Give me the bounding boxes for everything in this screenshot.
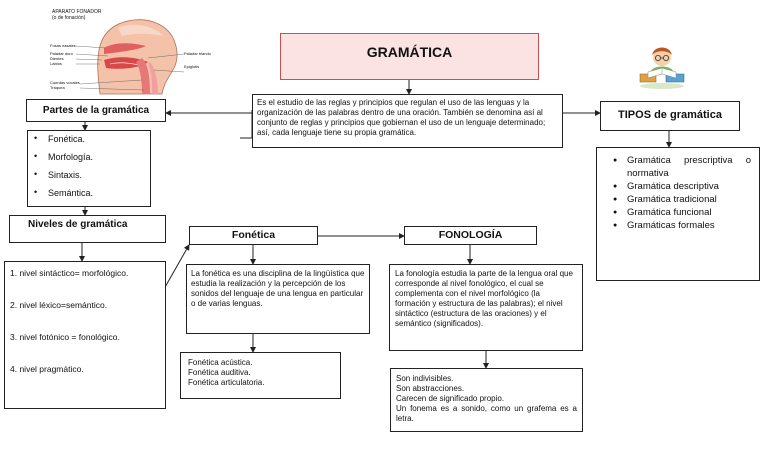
fonologia-description-box: La fonología estudia la parte de la leng… <box>389 264 583 351</box>
niveles-header-text: Niveles de gramática <box>28 219 128 230</box>
niveles-header: Niveles de gramática <box>9 215 166 243</box>
list-item: Gramática prescriptiva o normativa <box>611 154 751 180</box>
definition-text: Es el estudio de las reglas y principios… <box>257 98 546 137</box>
list-item: Sintaxis. <box>30 169 148 180</box>
fonologia-header: FONOLOGÍA <box>404 226 537 245</box>
list-item: Gramáticas formales <box>611 219 751 232</box>
tipos-list-box: Gramática prescriptiva o normativa Gramá… <box>596 147 760 281</box>
tipos-header-text: TIPOS de gramática <box>618 109 722 121</box>
tipos-list: Gramática prescriptiva o normativa Gramá… <box>611 154 751 232</box>
fonetica-types-box: Fonética acústica. Fonética auditiva. Fo… <box>180 352 341 399</box>
fonetica-description-text: La fonética es una disciplina de la ling… <box>191 269 365 308</box>
definition-box: Es el estudio de las reglas y principios… <box>252 94 563 148</box>
partes-list-box: Fonética. Morfología. Sintaxis. Semántic… <box>27 130 151 207</box>
fonologia-description-text: La fonología estudia la parte de la leng… <box>395 269 573 328</box>
list-item: Carecen de significado propio. <box>396 394 505 403</box>
list-item: 3. nivel fotónico = fonológico. <box>10 332 120 342</box>
list-item: Fonética. <box>30 133 148 144</box>
child-reading-image <box>639 47 685 89</box>
list-item: Gramática tradicional <box>611 193 751 206</box>
list-item: 4. nivel pragmático. <box>10 364 84 374</box>
anatomy-label: Fosas nasales <box>50 43 76 48</box>
anatomy-label: Tráquea <box>50 85 65 90</box>
list-item: Son abstracciones. <box>396 384 465 393</box>
anatomy-label: Cuerdas vocales <box>50 80 80 85</box>
list-item: Gramática descriptiva <box>611 180 751 193</box>
anatomy-labels-left: Fosas nasales Paladar duro Dientes Labio… <box>50 43 80 90</box>
list-item: Un fonema es a sonido, como un grafema e… <box>396 404 577 423</box>
list-item: Semántica. <box>30 187 148 198</box>
niveles-list: 1. nivel sintáctico= morfológico. 2. niv… <box>10 268 160 374</box>
anatomy-label: Labios <box>50 61 62 66</box>
fonetica-header: Fonética <box>189 226 318 245</box>
head-cross-section-image <box>75 19 185 95</box>
list-item: 2. nivel léxico=semántico. <box>10 300 108 310</box>
list-item: Morfología. <box>30 151 148 162</box>
fonetica-header-text: Fonética <box>231 229 276 241</box>
anatomy-label: Paladar duro <box>50 51 73 56</box>
list-item: Fonética acústica. <box>188 358 253 367</box>
vocal-tract-illustration: APARATO FONADOR (o de fonación) Fosas na… <box>38 6 213 98</box>
partes-header: Partes de la gramática <box>26 99 166 122</box>
anatomy-caption: APARATO FONADOR (o de fonación) <box>52 9 102 21</box>
list-item: Gramática funcional <box>611 206 751 219</box>
anatomy-labels-right: Paladar blando Epiglotis <box>184 51 212 69</box>
page-title: GRAMÁTICA <box>280 33 539 80</box>
fonetica-description-box: La fonética es una disciplina de la ling… <box>186 264 370 334</box>
fonologia-header-text: FONOLOGÍA <box>438 229 503 241</box>
list-item: 1. nivel sintáctico= morfológico. <box>10 268 129 278</box>
title-text: GRAMÁTICA <box>366 44 453 60</box>
partes-header-text: Partes de la gramática <box>42 105 150 116</box>
anatomy-label: Paladar blando <box>184 51 211 56</box>
anatomy-label: Epiglotis <box>184 64 200 69</box>
child-reading-illustration <box>636 40 688 90</box>
list-item: Son indivisibles. <box>396 374 454 383</box>
anatomy-label: Dientes <box>50 56 64 61</box>
niveles-list-box: 1. nivel sintáctico= morfológico. 2. niv… <box>4 261 166 409</box>
fonologia-features-box: Son indivisibles. Son abstracciones. Car… <box>390 368 583 432</box>
list-item: Fonética auditiva. <box>188 368 251 377</box>
partes-list: Fonética. Morfología. Sintaxis. Semántic… <box>30 133 148 198</box>
tipos-header: TIPOS de gramática <box>600 101 740 131</box>
list-item: Fonética articulatoria. <box>188 378 265 387</box>
